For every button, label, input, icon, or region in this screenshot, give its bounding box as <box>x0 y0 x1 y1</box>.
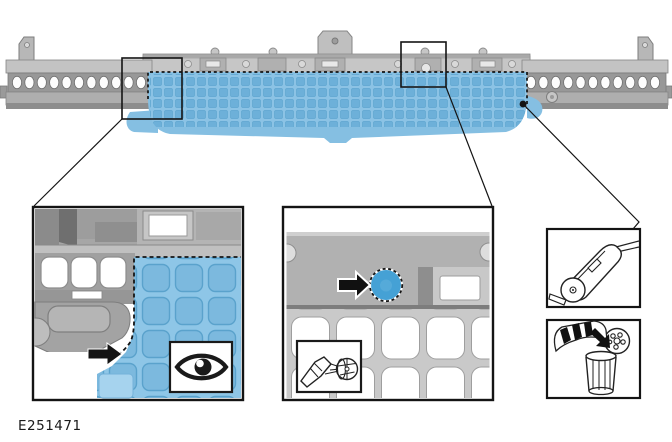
pointer-arrow-icon <box>87 342 123 366</box>
detail-view-center <box>281 205 495 402</box>
impact-absorber-highlight <box>126 71 543 143</box>
bumper-beam-left <box>0 36 153 109</box>
bumper-assembly <box>0 30 672 143</box>
detail-view-left <box>31 205 245 402</box>
tool-symbol-box <box>545 227 642 309</box>
drill-location-marker <box>368 267 404 303</box>
drill-symbol-box <box>295 339 363 394</box>
figure-id-label: E251471 <box>18 418 82 434</box>
inspect-symbol-box <box>168 340 234 394</box>
eye-icon <box>174 353 229 381</box>
power-cutter-tool-icon <box>548 240 640 306</box>
upper-crossmember-rail <box>142 30 531 97</box>
leader-line-center <box>445 86 493 207</box>
absorber-cut-boundary <box>147 71 528 104</box>
discard-symbol-box <box>545 318 642 400</box>
leader-line-left <box>33 118 123 207</box>
hole-saw-drill-bit-icon <box>300 356 359 388</box>
discard-into-trash-icon <box>553 320 631 396</box>
callout-box-center <box>400 41 447 88</box>
leader-lines <box>33 86 640 230</box>
callout-box-left <box>121 57 183 120</box>
leader-line-right <box>522 103 640 230</box>
pointer-arrow-icon <box>337 269 372 301</box>
bumper-beam-right <box>521 36 672 109</box>
cut-boundary-detail <box>117 256 241 356</box>
